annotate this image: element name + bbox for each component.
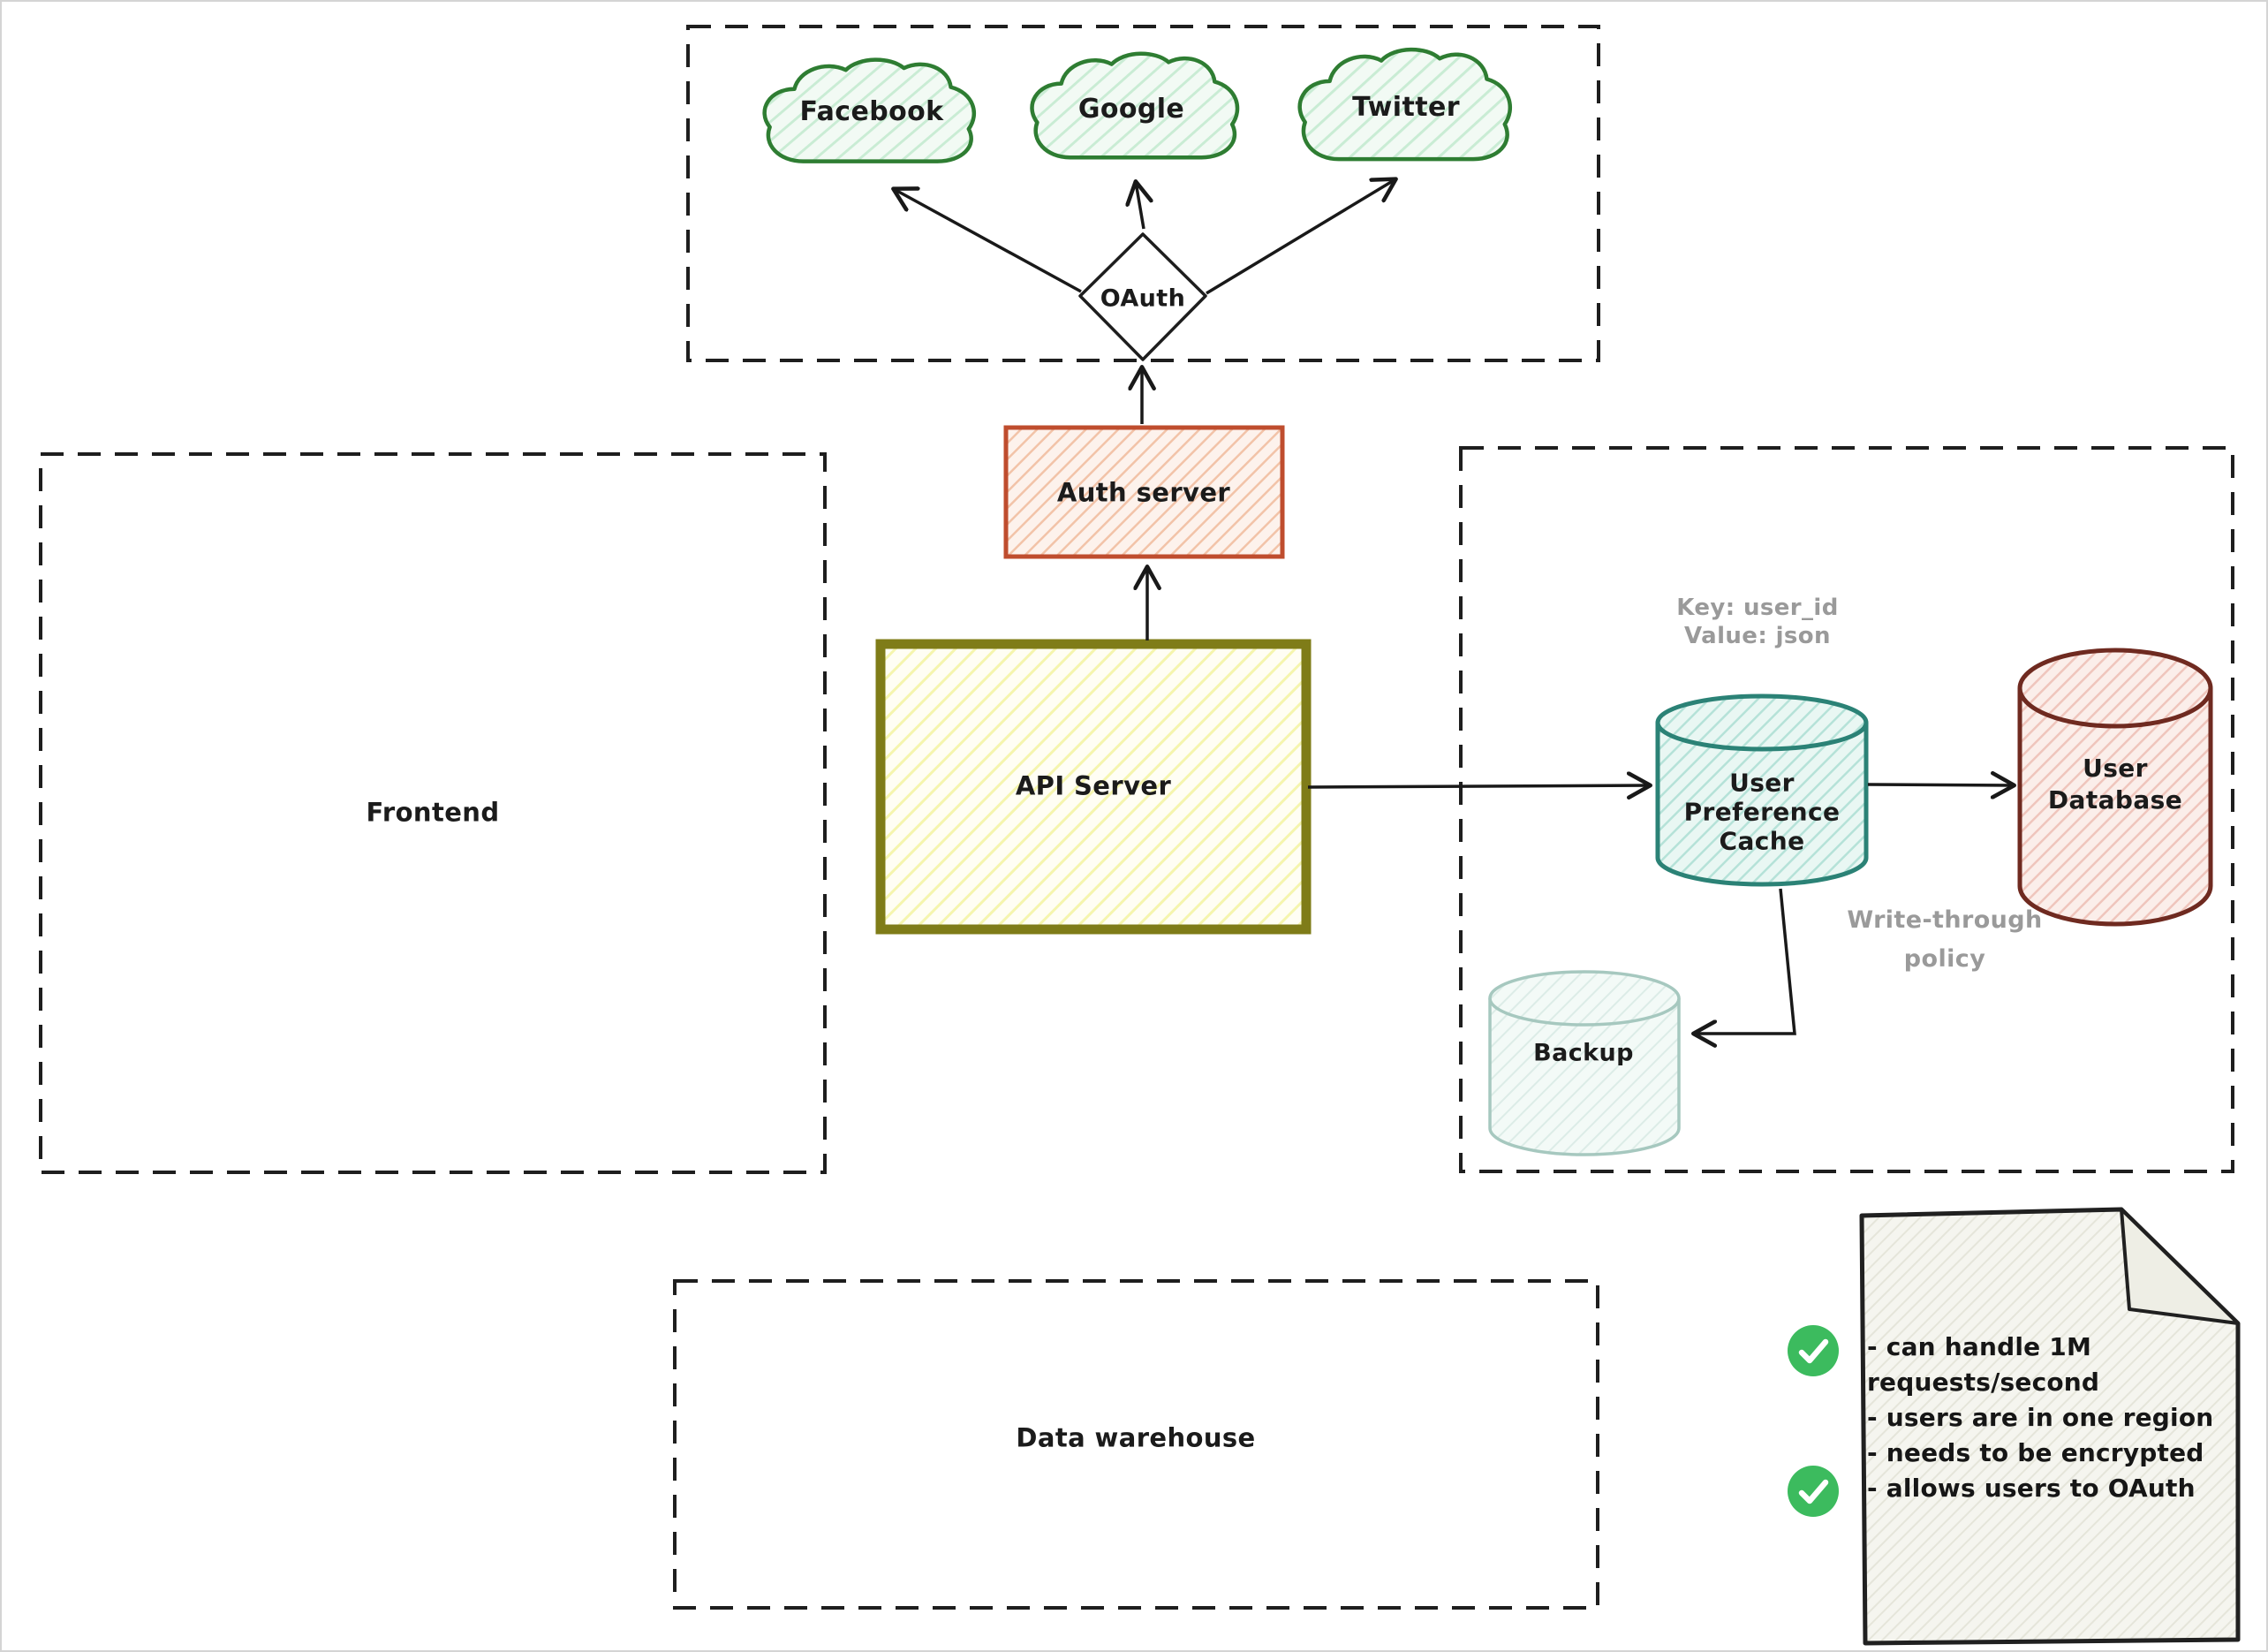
cache-label-line: User [1729, 768, 1795, 798]
backup-cylinder-body[interactable] [1488, 998, 1681, 1156]
data-warehouse-label[interactable]: Data warehouse [1016, 1422, 1256, 1453]
storage-frame[interactable] [1459, 446, 2234, 1173]
auth-server-label[interactable]: Auth server [1056, 477, 1231, 508]
note-fold-corner [2120, 1208, 2240, 1325]
arrow-oauth-to-facebook[interactable] [894, 189, 1082, 293]
database-cylinder-body[interactable] [2017, 688, 2213, 927]
warehouse-frame[interactable] [673, 1279, 1599, 1610]
auth-server-box[interactable] [1003, 425, 1285, 559]
cache-label[interactable]: User Preference Cache [1684, 769, 1841, 856]
cache-cylinder-body[interactable] [1655, 723, 1869, 887]
frontend-label[interactable]: Frontend [366, 797, 500, 828]
note-line: requests/second [1867, 1368, 2100, 1397]
cache-label-line: Preference [1683, 797, 1841, 827]
note-line: - can handle 1M [1867, 1332, 2092, 1361]
check-icon[interactable] [1788, 1325, 1839, 1376]
database-label-line: User [2083, 754, 2148, 783]
cache-label-line: Cache [1719, 826, 1805, 856]
api-server-box[interactable] [875, 639, 1312, 935]
twitter-label[interactable]: Twitter [1352, 91, 1460, 123]
facebook-label[interactable]: Facebook [799, 95, 944, 127]
facebook-cloud[interactable] [765, 60, 974, 162]
providers-frame[interactable] [686, 25, 1600, 362]
arrow-oauth-to-google[interactable] [1136, 182, 1144, 230]
frontend-frame[interactable] [39, 452, 827, 1174]
check-icon[interactable] [1788, 1466, 1839, 1517]
note-text[interactable]: - can handle 1M requests/second - users … [1867, 1330, 2238, 1506]
arrow-apiserver-to-cache[interactable] [1307, 785, 1650, 787]
write-through-annotation[interactable]: Write-through policy [1847, 901, 2042, 979]
database-cylinder-top[interactable] [2017, 648, 2213, 729]
backup-cylinder-top[interactable] [1488, 970, 1681, 1027]
arrow-cache-to-database[interactable] [1867, 784, 2014, 785]
cache-key-value-annotation[interactable]: Key: user_id Value: json [1676, 594, 1839, 650]
note-line: - needs to be encrypted [1867, 1438, 2204, 1467]
cache-value-line: Value: json [1684, 623, 1831, 649]
arrow-cache-to-backup[interactable] [1694, 888, 1796, 1034]
google-label[interactable]: Google [1077, 93, 1185, 125]
database-label[interactable]: User Database [2048, 753, 2182, 816]
twitter-cloud[interactable] [1300, 49, 1510, 159]
cache-key-line: Key: user_id [1676, 595, 1839, 621]
oauth-label[interactable]: OAuth [1100, 284, 1186, 313]
backup-label[interactable]: Backup [1533, 1039, 1634, 1067]
policy-line: policy [1903, 945, 1986, 973]
write-through-line: Write-through [1847, 906, 2043, 934]
google-cloud[interactable] [1032, 54, 1237, 157]
api-server-label[interactable]: API Server [1015, 770, 1172, 801]
cache-cylinder-top[interactable] [1655, 693, 1869, 752]
requirements-note[interactable] [1859, 1207, 2241, 1646]
arrow-oauth-to-twitter[interactable] [1206, 179, 1395, 295]
note-line: - users are in one region [1867, 1403, 2214, 1432]
oauth-diamond[interactable] [1078, 232, 1207, 361]
note-line: - allows users to OAuth [1867, 1474, 2196, 1503]
database-label-line: Database [2047, 785, 2183, 815]
